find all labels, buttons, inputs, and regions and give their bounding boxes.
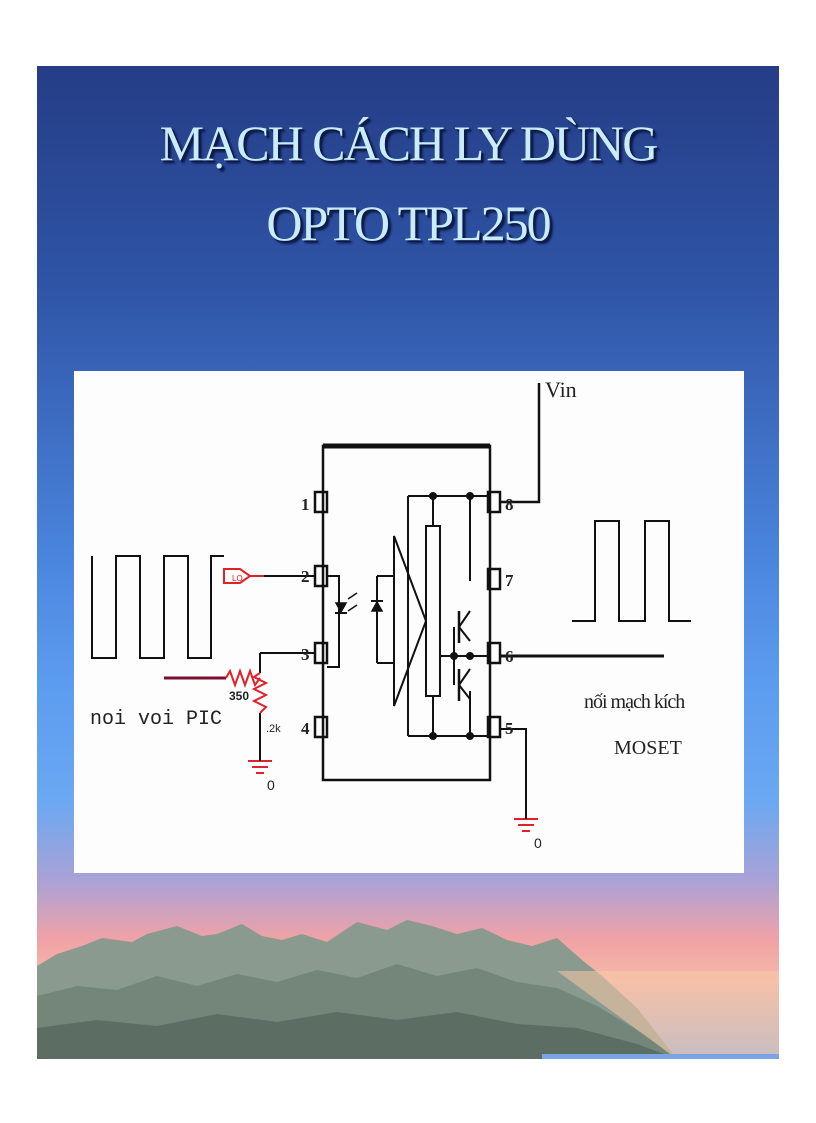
pin-label-7: 7	[505, 571, 514, 590]
resistor-2k-label: .2k	[266, 723, 281, 735]
ground-left	[248, 760, 272, 774]
resistor-2k	[251, 672, 269, 714]
pin-label-2: 2	[301, 567, 310, 586]
pin-3-box	[313, 641, 329, 665]
input-tag-text: LO	[232, 574, 243, 583]
pin-1-box	[313, 490, 329, 514]
pin-5-box	[486, 715, 502, 739]
resistor-350	[225, 668, 261, 688]
ground-right-label: 0	[534, 835, 542, 851]
pin-2-box	[313, 564, 329, 588]
slide-title-line2: OPTO TPL250	[266, 195, 551, 251]
ground-wire-right	[500, 728, 527, 813]
pin-label-4: 4	[301, 719, 310, 738]
pin-label-3: 3	[301, 645, 310, 664]
led-wire	[327, 575, 340, 668]
input-square-wave	[91, 555, 224, 659]
output-bar	[425, 525, 441, 697]
pin-6-box	[486, 641, 502, 665]
ground-left-label: 0	[267, 777, 275, 793]
input-label: noi voi PIC	[90, 708, 223, 731]
pin-label-6: 6	[505, 647, 514, 666]
slide: MẠCH CÁCH LY DÙNG OPTO TPL250	[37, 66, 779, 1059]
pin-7-box	[486, 567, 502, 591]
led-triangle	[334, 602, 348, 614]
pin-label-1: 1	[301, 495, 310, 514]
amplifier-triangle	[393, 535, 428, 707]
pin-4-box	[313, 715, 329, 739]
pin-label-8: 8	[505, 495, 514, 514]
output-label-line2: MOSET	[614, 737, 682, 759]
vin-label: Vin	[545, 377, 577, 402]
horizon-glow	[557, 971, 779, 1059]
output-square-wave	[572, 520, 691, 622]
ground-right	[514, 818, 538, 832]
pin-label-5: 5	[505, 719, 514, 738]
resistor-350-label: 350	[229, 689, 250, 703]
output-label-line1: nối mạch kích	[584, 691, 685, 713]
vin-wire	[500, 383, 541, 504]
mountain-landscape	[37, 920, 779, 1059]
input-tag-shape	[223, 568, 252, 584]
circuit-svg: LO	[91, 383, 691, 832]
slide-title-line1: MẠCH CÁCH LY DÙNG	[159, 115, 659, 171]
circuit-diagram: LO Vin 1 2 3 4 5 6 7 8 350 .2k 0	[74, 371, 744, 873]
photodiode	[370, 600, 384, 612]
